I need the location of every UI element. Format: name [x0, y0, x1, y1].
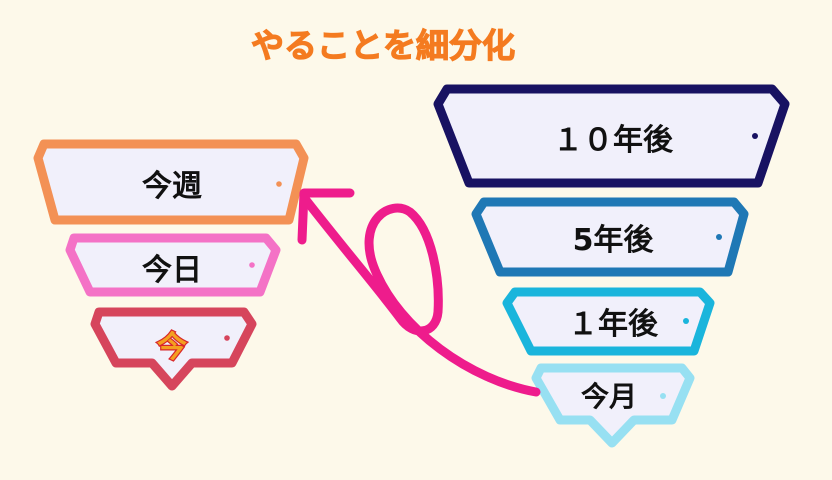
right-funnel: １０年後 5年後 １年後 今月	[433, 84, 790, 448]
now-label: 今	[157, 330, 187, 365]
this-month-connector-dot	[660, 393, 666, 399]
today-label: 今日	[142, 253, 202, 288]
this-month-label: 今月	[581, 380, 637, 413]
curly-arrow	[297, 188, 541, 397]
five-years-block	[471, 197, 749, 277]
curly-arrow-head	[297, 188, 355, 245]
one-year-block	[502, 287, 715, 356]
today-connector-dot	[249, 262, 255, 268]
ten-years-block	[433, 84, 790, 188]
five-years-label: 5年後	[573, 223, 655, 258]
one-year-connector-dot	[683, 318, 689, 324]
left-funnel: 今週 今日 今	[33, 139, 309, 391]
diagram-title: やることを細分化	[251, 26, 515, 65]
today-block	[65, 233, 281, 297]
this-month-block	[531, 363, 695, 448]
now-connector-dot	[224, 335, 230, 341]
weekly-label: 今週	[142, 169, 202, 204]
now-block	[90, 307, 257, 391]
one-year-label: １年後	[568, 307, 659, 342]
curly-arrow-line	[301, 195, 541, 397]
weekly-connector-dot	[276, 181, 282, 187]
ten-years-label: １０年後	[553, 123, 674, 158]
five-years-connector-dot	[716, 234, 722, 240]
ten-years-connector-dot	[752, 133, 758, 139]
weekly-block	[33, 139, 309, 225]
